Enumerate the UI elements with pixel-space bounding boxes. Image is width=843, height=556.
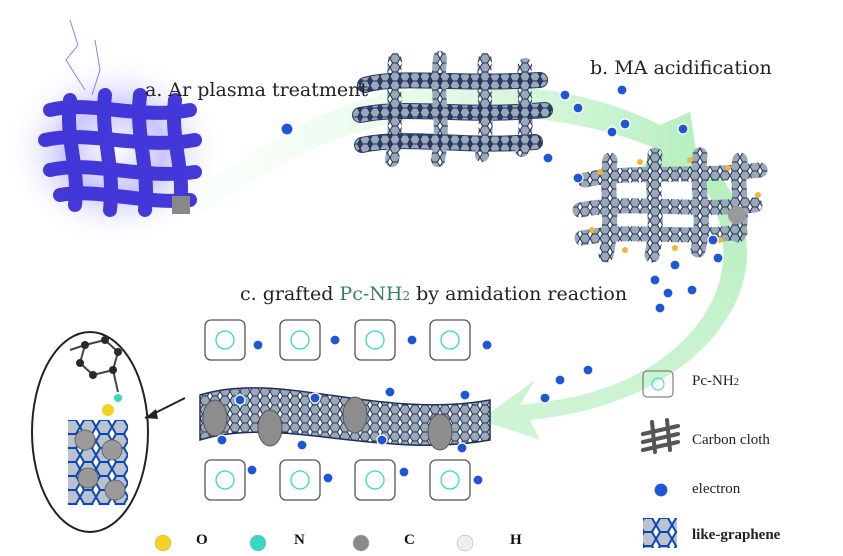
- atom-h-swatch: [456, 534, 474, 552]
- carbon-cloth-b: [352, 51, 553, 167]
- graphene-legend-icon: [643, 518, 677, 548]
- legend-graphene-label: like-graphene: [692, 527, 781, 543]
- legend-electron-label: electron: [692, 481, 741, 497]
- legend-pc-text: Pc-NH: [692, 373, 734, 389]
- legend-icons: [641, 370, 680, 548]
- atom-key-h: H: [510, 532, 522, 548]
- carbon-cloth-acidified: [572, 147, 768, 263]
- atom-c-swatch: [352, 534, 370, 552]
- atom-key-symbols: [154, 534, 474, 552]
- atom-key-c: C: [404, 532, 415, 548]
- legend-pc-sub: 2: [733, 376, 740, 388]
- step-b-label: b. MA acidification: [590, 57, 772, 79]
- step-c-prefix: c. grafted: [240, 283, 340, 305]
- legend-carbon-cloth-label: Carbon cloth: [692, 432, 770, 448]
- legend-pc-label: Pc-NH2: [692, 373, 739, 390]
- electron-legend-icon: [653, 482, 669, 498]
- electrons: [216, 84, 724, 486]
- carbon-cloth-legend-icon: [641, 418, 680, 454]
- atom-n-swatch: [249, 534, 267, 552]
- atom-key-n: N: [294, 532, 305, 548]
- zoom-inset: [31, 331, 186, 533]
- step-c-sub: 2: [402, 289, 411, 303]
- step-c-label: c. grafted Pc-NH2 by amidation reaction: [240, 283, 627, 305]
- atom-key-o: O: [196, 532, 208, 548]
- step-c-suffix: by amidation reaction: [410, 283, 628, 305]
- plasma-carbon-cloth: [5, 19, 225, 245]
- pc-legend-icon: [642, 370, 674, 398]
- step-a-label: a. Ar plasma treatment: [145, 79, 369, 101]
- atom-o-swatch: [154, 534, 172, 552]
- pc-molecules: [204, 319, 471, 501]
- step-c-pc: Pc-NH: [339, 283, 403, 305]
- grafted-carbon-cloth: [199, 319, 491, 501]
